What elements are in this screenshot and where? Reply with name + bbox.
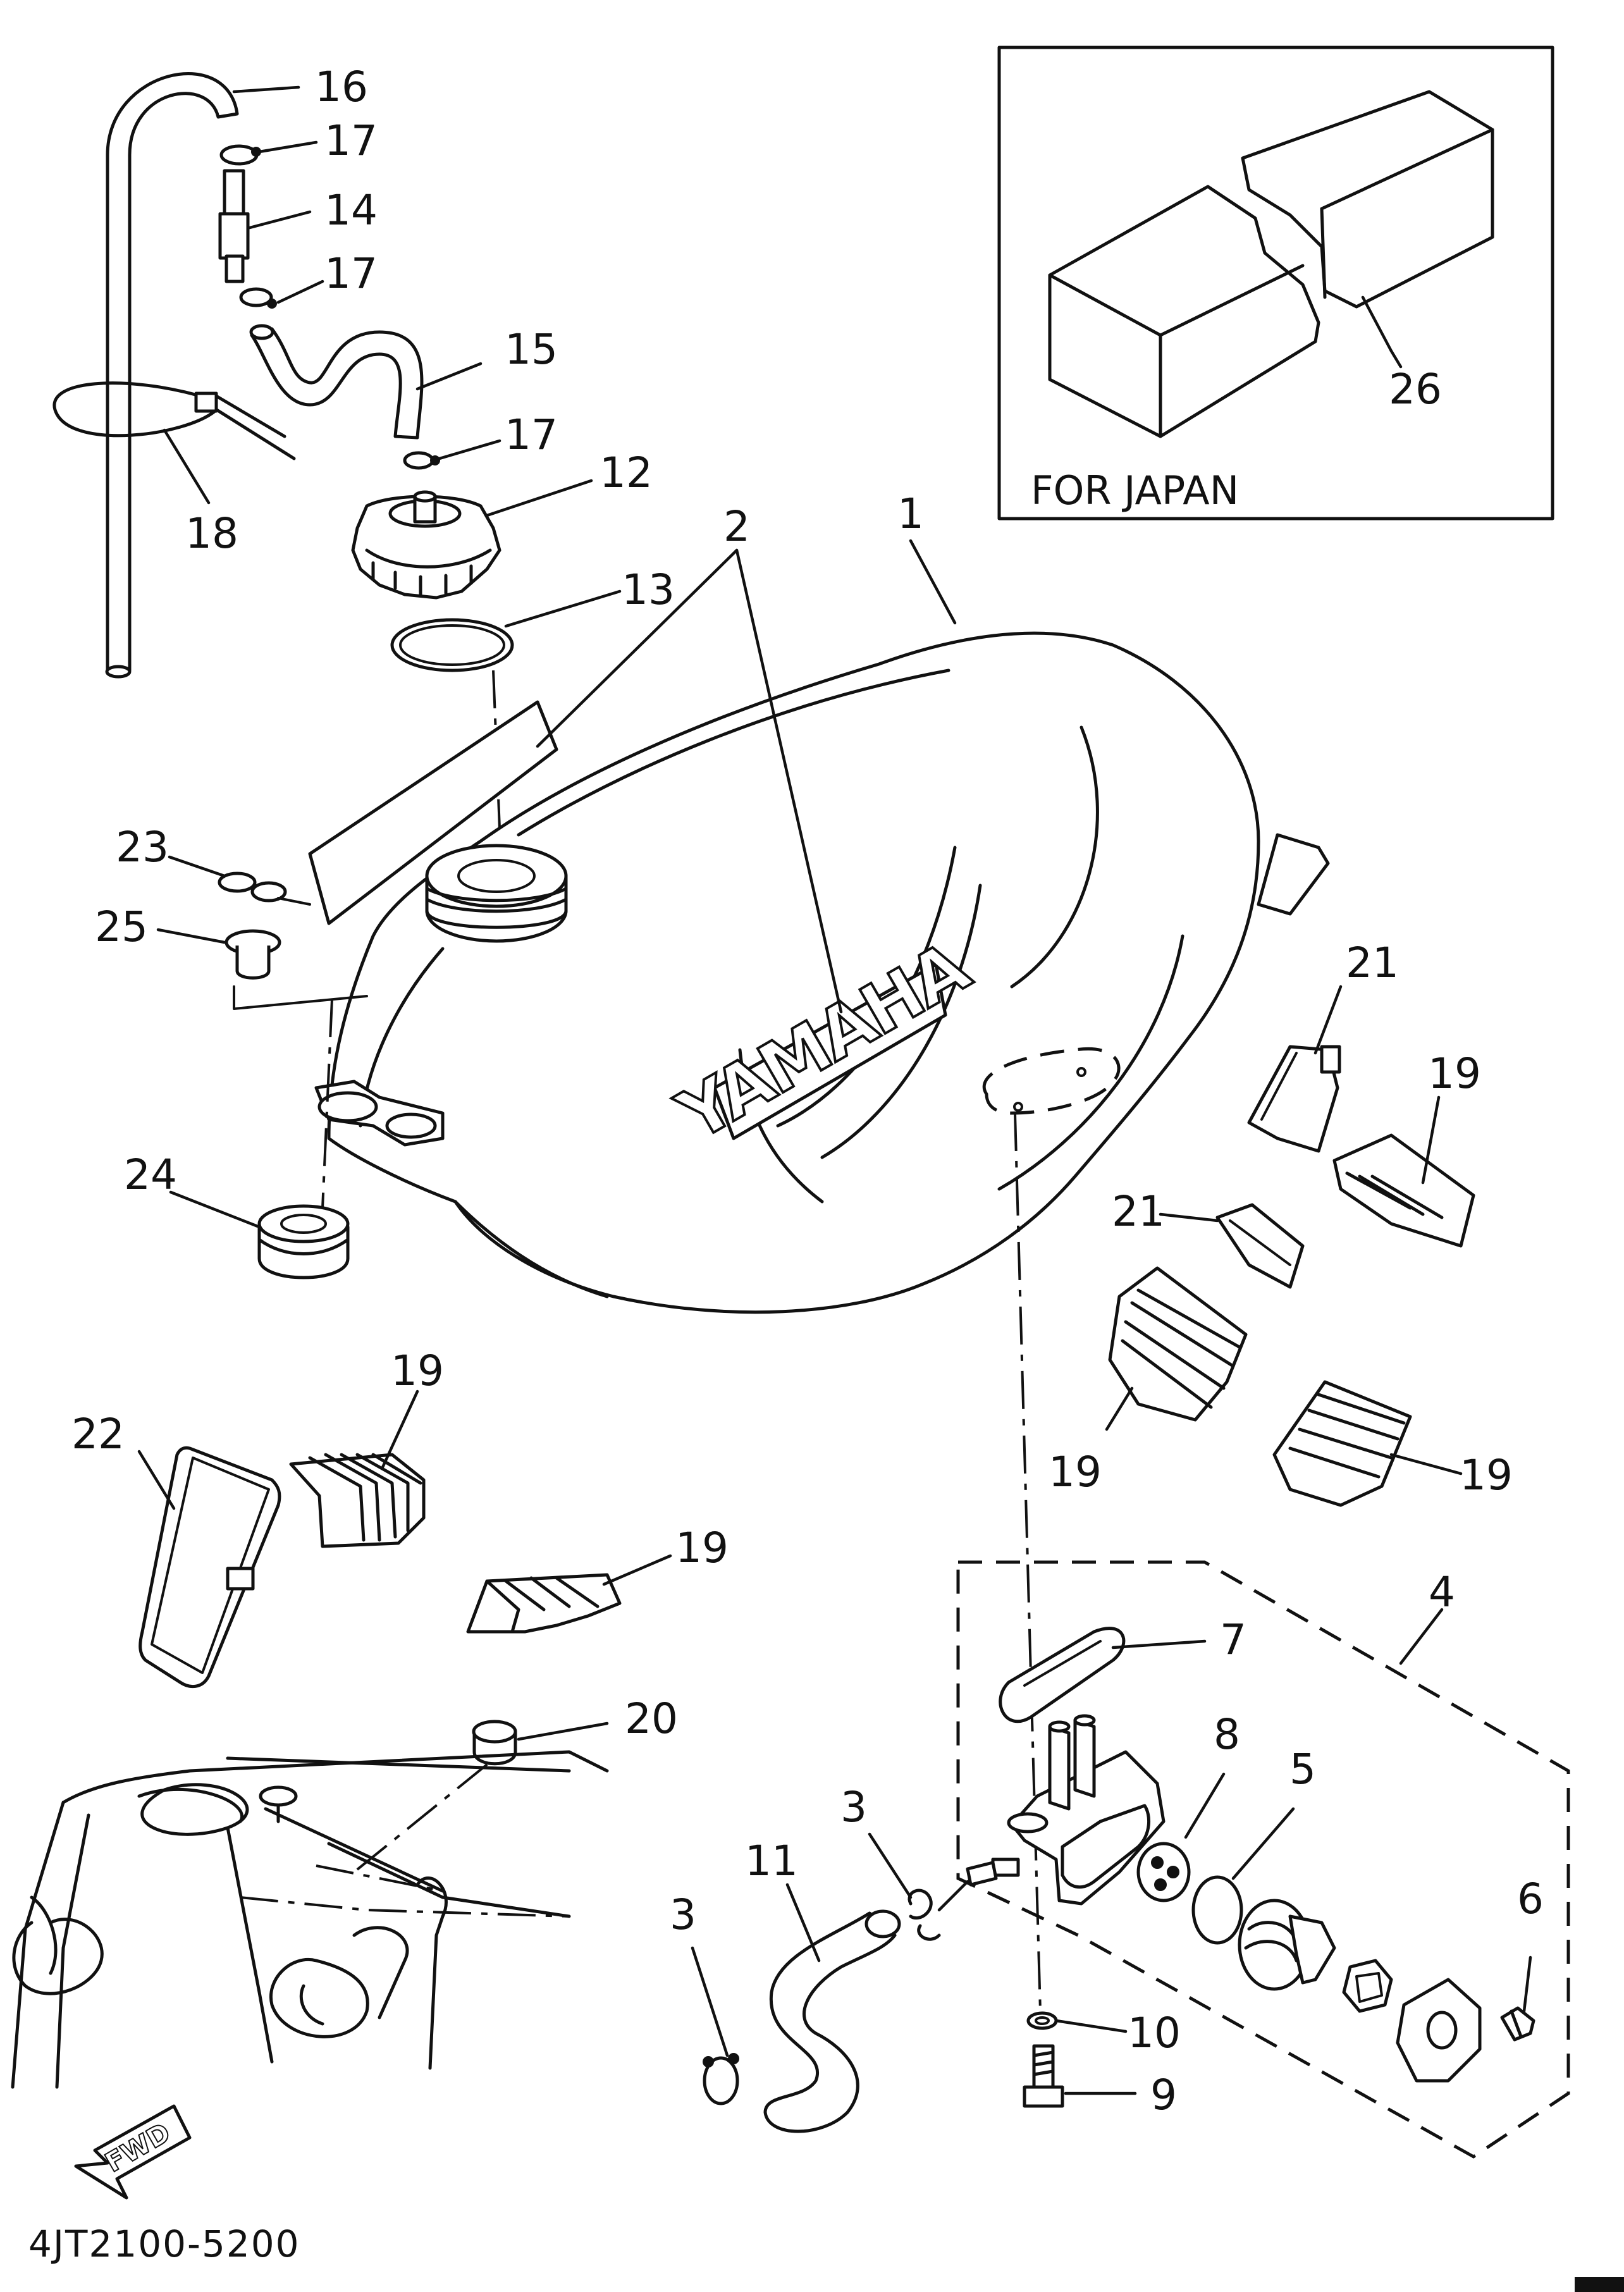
part-19-damper-left-upper [289,1453,426,1548]
callout-4: 4 [1429,1568,1455,1617]
callout-3-lower: 3 [670,1890,696,1939]
part-9-bolt [1023,2044,1064,2108]
callout-13: 13 [622,565,675,614]
inset-frame [997,46,1554,521]
fuel-cock-lever [1238,1899,1336,1991]
callout-17-top: 17 [324,116,378,165]
part-10-washer [1026,2011,1058,2030]
part-26-foam-pad [1048,90,1494,438]
callout-7: 7 [1220,1615,1246,1664]
part-13-cap-gasket [390,618,514,672]
part-5-o-ring [1191,1875,1243,1945]
callout-19-center: 19 [1049,1448,1102,1496]
fuel-cock-body [966,1714,1166,1906]
callout-24: 24 [124,1150,177,1199]
callout-20: 20 [625,1694,678,1743]
callout-10: 10 [1128,2009,1181,2057]
part-21-damper-lower [1215,1203,1305,1289]
part-16-breather-hose [105,72,239,679]
part-17-clip-top [219,144,261,166]
part-17-clip-lower [403,451,440,470]
part-14-hose-joint [218,169,250,283]
inset-caption: FOR JAPAN [1031,467,1239,514]
callout-19-right-lower: 19 [1460,1451,1513,1500]
part-8-filter [1136,1842,1191,1902]
drawing-code: 4JT2100-5200 [28,2222,300,2265]
callout-2: 2 [723,502,750,551]
callout-18: 18 [185,509,238,558]
callout-8: 8 [1214,1710,1240,1759]
callout-6: 6 [1517,1875,1544,1923]
part-6-screw [1500,2006,1535,2042]
part-3-hose-clip-lower [703,2053,739,2105]
part-19-damper-right-lower [1272,1380,1412,1507]
part-24-damper [257,1204,350,1279]
callout-11: 11 [745,1837,798,1885]
corner-mark [1575,2277,1624,2292]
callout-19-left-lower: 19 [675,1524,729,1572]
part-19-damper-right-upper [1332,1133,1475,1248]
part-2-side-decal [308,700,558,925]
part-25-collar [225,929,281,980]
callout-17-lower: 17 [505,410,558,459]
part-4-fuel-cock-assembly-outline [956,1560,1570,2159]
fwd-direction-arrow: FWD [74,2104,192,2200]
part-12-fuel-cap [351,490,501,600]
callout-1: 1 [897,490,924,538]
part-17-clip-mid [239,287,277,309]
motorcycle-frame-partial [11,1750,609,2089]
callout-21-lower: 21 [1112,1187,1165,1236]
callout-14: 14 [324,186,378,235]
part-15-breather-hose [249,324,424,440]
callout-5: 5 [1289,1745,1316,1794]
callout-25: 25 [95,903,148,951]
callout-12: 12 [600,448,653,497]
part-23-clip [218,872,311,906]
callout-19-right-upper: 19 [1428,1049,1481,1098]
callout-3-upper: 3 [840,1783,867,1832]
callout-16: 16 [315,63,368,111]
callout-26: 26 [1389,365,1442,414]
inset-for-japan: 26 FOR JAPAN [997,46,1554,521]
part-19-damper-center [1108,1266,1248,1422]
callout-17-mid: 17 [324,249,378,298]
part-3-hose-clip-upper [907,1880,969,1941]
part-22-seal [138,1446,281,1689]
callout-21-upper: 21 [1346,939,1399,987]
callout-19-left-upper: 19 [391,1346,444,1395]
part-11-fuel-hose [763,1909,901,2133]
part-21-damper-upper [1247,1045,1341,1153]
callout-23: 23 [116,823,169,872]
callout-9: 9 [1150,2071,1177,2119]
part-19-damper-left-lower [466,1573,622,1634]
fuel-cock-gasket-small [1342,1959,1393,2013]
part-1-fuel-tank [314,631,1330,1314]
fuel-cock-cover-plate [1396,1978,1482,2083]
part-7-gasket [999,1627,1126,1723]
callout-22: 22 [71,1410,125,1458]
callout-15: 15 [505,325,558,374]
